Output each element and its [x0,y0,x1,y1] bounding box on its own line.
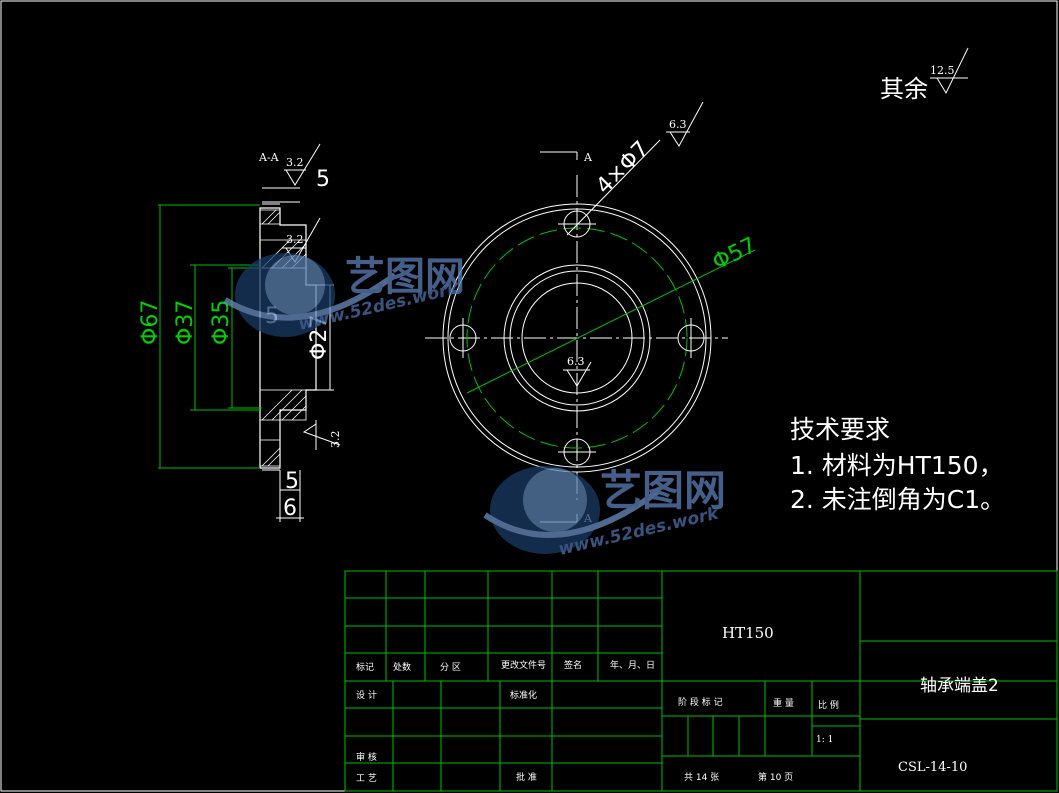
svg-text:5: 5 [285,469,299,494]
title-block-text: HT150 轴承端盖2 CSL-14-10 1: 1 标记 处数 分 区 更改文… [356,624,999,784]
roughness-symbol-icon [563,361,592,387]
roughness-symbol-icon [302,420,341,450]
title-block [344,570,1058,792]
svg-text:签名: 签名 [564,659,582,671]
svg-text:1: 1: 1: 1 [816,735,833,745]
svg-text:2. 未注倒角为C1。: 2. 未注倒角为C1。 [790,485,1005,514]
roughness-symbol-icon [284,143,321,186]
svg-text:标记: 标记 [356,661,374,673]
watermark-logo-top: 艺图网 www.52des.work [223,253,465,337]
svg-text:其余: 其余 [880,75,928,103]
svg-text:阶 段 标 记: 阶 段 标 记 [678,696,723,708]
svg-text:4×Φ7: 4×Φ7 [592,136,655,199]
svg-text:技术要求: 技术要求 [790,415,890,444]
svg-text:5: 5 [316,167,330,192]
svg-text:设 计: 设 计 [356,689,377,701]
svg-text:共 14 张: 共 14 张 [684,772,719,783]
svg-text:A-A: A-A [258,151,280,164]
svg-text:Φ57: Φ57 [709,233,761,275]
svg-text:审 核: 审 核 [356,751,377,763]
roughness-symbol-icon [930,47,969,95]
section-view: A-A 3.2 5 3.2 5 3.2 [138,143,342,522]
svg-text:标准化: 标准化 [510,689,537,701]
svg-text:工 艺: 工 艺 [356,773,377,784]
svg-text:HT150: HT150 [722,624,774,642]
svg-text:Φ67: Φ67 [138,300,163,345]
front-view: A A 4×Φ7 6.3 Φ57 6.3 [425,101,761,525]
svg-text:6.3: 6.3 [567,355,585,368]
svg-text:6: 6 [283,496,297,521]
technical-requirements: 技术要求 1. 材料为HT150， 2. 未注倒角为C1。 [790,415,1005,514]
svg-text:年、月、日: 年、月、日 [610,659,655,671]
svg-text:6.3: 6.3 [669,118,687,131]
svg-text:分 区: 分 区 [440,662,461,673]
svg-text:3.2: 3.2 [286,233,304,246]
svg-text:批 准: 批 准 [516,771,537,783]
roughness-symbol-icon [666,101,704,147]
svg-text:1. 材料为HT150，: 1. 材料为HT150， [790,451,1004,480]
svg-text:第 10 页: 第 10 页 [758,771,793,783]
svg-text:重 量: 重 量 [773,697,794,709]
svg-text:轴承端盖2: 轴承端盖2 [920,676,999,696]
general-roughness-note: 其余 12.5 [880,47,969,103]
svg-text:Φ35: Φ35 [209,300,234,345]
svg-text:Φ37: Φ37 [173,300,198,345]
svg-text:处数: 处数 [393,661,411,673]
svg-text:CSL-14-10: CSL-14-10 [898,760,967,775]
svg-text:A: A [583,151,593,164]
watermark-logo-bottom: 艺图网 www.52des.work [483,466,726,560]
svg-text:3.2: 3.2 [329,431,342,449]
svg-text:更改文件号: 更改文件号 [501,659,546,671]
svg-text:12.5: 12.5 [930,64,955,77]
svg-text:艺图网: 艺图网 [345,254,465,300]
svg-text:比 例: 比 例 [818,699,839,711]
svg-text:3.2: 3.2 [286,156,304,169]
svg-text:艺图网: 艺图网 [600,466,726,515]
